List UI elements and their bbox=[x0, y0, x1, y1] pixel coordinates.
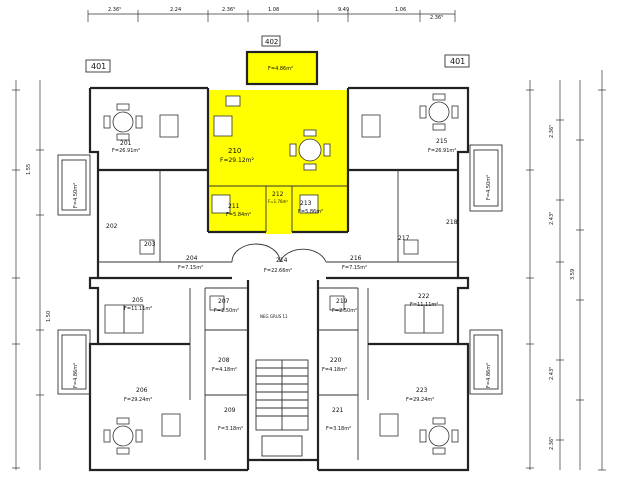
room-214-area: F=22.66m² bbox=[264, 268, 292, 274]
room-221-area: F=3.18m² bbox=[326, 426, 351, 432]
room-220-number: 220 bbox=[330, 357, 342, 364]
top-dim-label: 1.06 bbox=[395, 7, 406, 13]
room-212-area: F=1.76m² bbox=[268, 199, 288, 204]
balconies bbox=[57, 144, 503, 395]
room-216-number: 216 bbox=[350, 255, 362, 262]
staircase bbox=[255, 359, 309, 457]
axis-tag-center: 402 bbox=[265, 38, 278, 46]
room-215-area: F=26.91m² bbox=[428, 148, 456, 154]
room-202-number: 202 bbox=[106, 223, 118, 230]
right-dimension-chains: 2.36⁵ 2.43⁵ 3.59 2.43⁵ 2.36⁵ bbox=[526, 70, 606, 471]
room-210-area: F=29.12m² bbox=[220, 157, 255, 164]
top-dim-label: 1.08 bbox=[268, 7, 279, 13]
room-labels: 201 F=26.91m² 202 203 204 F=7.15m² 205 F… bbox=[106, 138, 458, 432]
axis-tag-right: 401 bbox=[450, 57, 465, 66]
room-211-area: F=5.84m² bbox=[226, 212, 251, 218]
room-208-number: 208 bbox=[218, 357, 230, 364]
balcony-labels: F=4.86m² F=4.50m² F=4.86m² F=4.50m² F=4.… bbox=[73, 66, 492, 388]
room-222-area: F=11.11m² bbox=[410, 302, 438, 308]
top-dim-label: 2.24 bbox=[170, 7, 181, 13]
room-218-number: 218 bbox=[446, 219, 458, 226]
room-208-area: F=4.18m² bbox=[212, 367, 237, 373]
room-206-area: F=29.24m² bbox=[124, 397, 152, 403]
left-dimension-chains: 1.55 1.50 bbox=[12, 80, 52, 470]
room-220-area: F=4.18m² bbox=[322, 367, 347, 373]
room-206-number: 206 bbox=[136, 387, 148, 394]
balcony-right1-area: F=4.50m² bbox=[486, 175, 492, 200]
room-223-area: F=29.24m² bbox=[406, 397, 434, 403]
room-207-area: F=2.50m² bbox=[214, 308, 239, 314]
interior-walls bbox=[98, 88, 458, 460]
room-213-area: F=5.86m² bbox=[298, 209, 323, 215]
room-217-number: 217 bbox=[398, 235, 410, 242]
room-204-number: 204 bbox=[186, 255, 198, 262]
left-dim-label: 1.55 bbox=[26, 164, 32, 175]
room-219-number: 219 bbox=[336, 298, 348, 305]
right-dim-label: 2.36⁵ bbox=[549, 437, 555, 450]
right-dim-label: 2.36⁵ bbox=[549, 125, 555, 138]
room-204-area: F=7.15m² bbox=[178, 265, 203, 271]
room-215-number: 215 bbox=[436, 138, 448, 145]
balcony-left1-area: F=4.50m² bbox=[73, 183, 79, 208]
left-dim-label: 1.50 bbox=[46, 311, 52, 322]
axis-tag-left: 401 bbox=[91, 62, 106, 71]
top-dim-label: 9.49 bbox=[338, 7, 349, 13]
room-205-number: 205 bbox=[132, 297, 144, 304]
room-210-number: 210 bbox=[228, 147, 241, 155]
top-dim-label: 2.36⁵ bbox=[108, 7, 121, 13]
room-212-number: 212 bbox=[272, 191, 284, 198]
top-dim-label: 2.36⁵ bbox=[430, 15, 443, 21]
right-dim-label: 2.43⁵ bbox=[549, 212, 555, 225]
balcony-left2-area: F=4.86m² bbox=[73, 363, 79, 388]
room-207-number: 207 bbox=[218, 298, 230, 305]
furniture bbox=[103, 93, 459, 455]
top-dim-label: 2.36⁵ bbox=[222, 7, 235, 13]
room-205-area: F=11.11m² bbox=[124, 306, 152, 312]
balcony-right2-area: F=4.86m² bbox=[486, 363, 492, 388]
room-223-number: 223 bbox=[416, 387, 428, 394]
stair-label: NEG GRUS 11 bbox=[260, 314, 288, 319]
room-209-number: 209 bbox=[224, 407, 236, 414]
room-216-area: F=7.15m² bbox=[342, 265, 367, 271]
balcony-top-area: F=4.86m² bbox=[268, 66, 293, 72]
top-dimension-chain: 2.36⁵ 2.24 2.36⁵ 1.08 9.49 1.06 2.36⁵ bbox=[87, 7, 456, 22]
right-dim-label: 2.43⁵ bbox=[549, 367, 555, 380]
room-214-number: 214 bbox=[276, 257, 288, 264]
room-211-number: 211 bbox=[228, 203, 240, 210]
room-201-area: F=26.91m² bbox=[112, 148, 140, 154]
axis-tags: 401 402 401 bbox=[85, 35, 470, 73]
room-213-number: 213 bbox=[300, 200, 312, 207]
room-203-number: 203 bbox=[144, 241, 156, 248]
room-209-area: F=3.18m² bbox=[218, 426, 243, 432]
room-221-number: 221 bbox=[332, 407, 344, 414]
room-219-area: F=2.50m² bbox=[332, 308, 357, 314]
room-222-number: 222 bbox=[418, 293, 430, 300]
room-201-number: 201 bbox=[120, 140, 132, 147]
right-dim-label: 3.59 bbox=[570, 269, 576, 280]
